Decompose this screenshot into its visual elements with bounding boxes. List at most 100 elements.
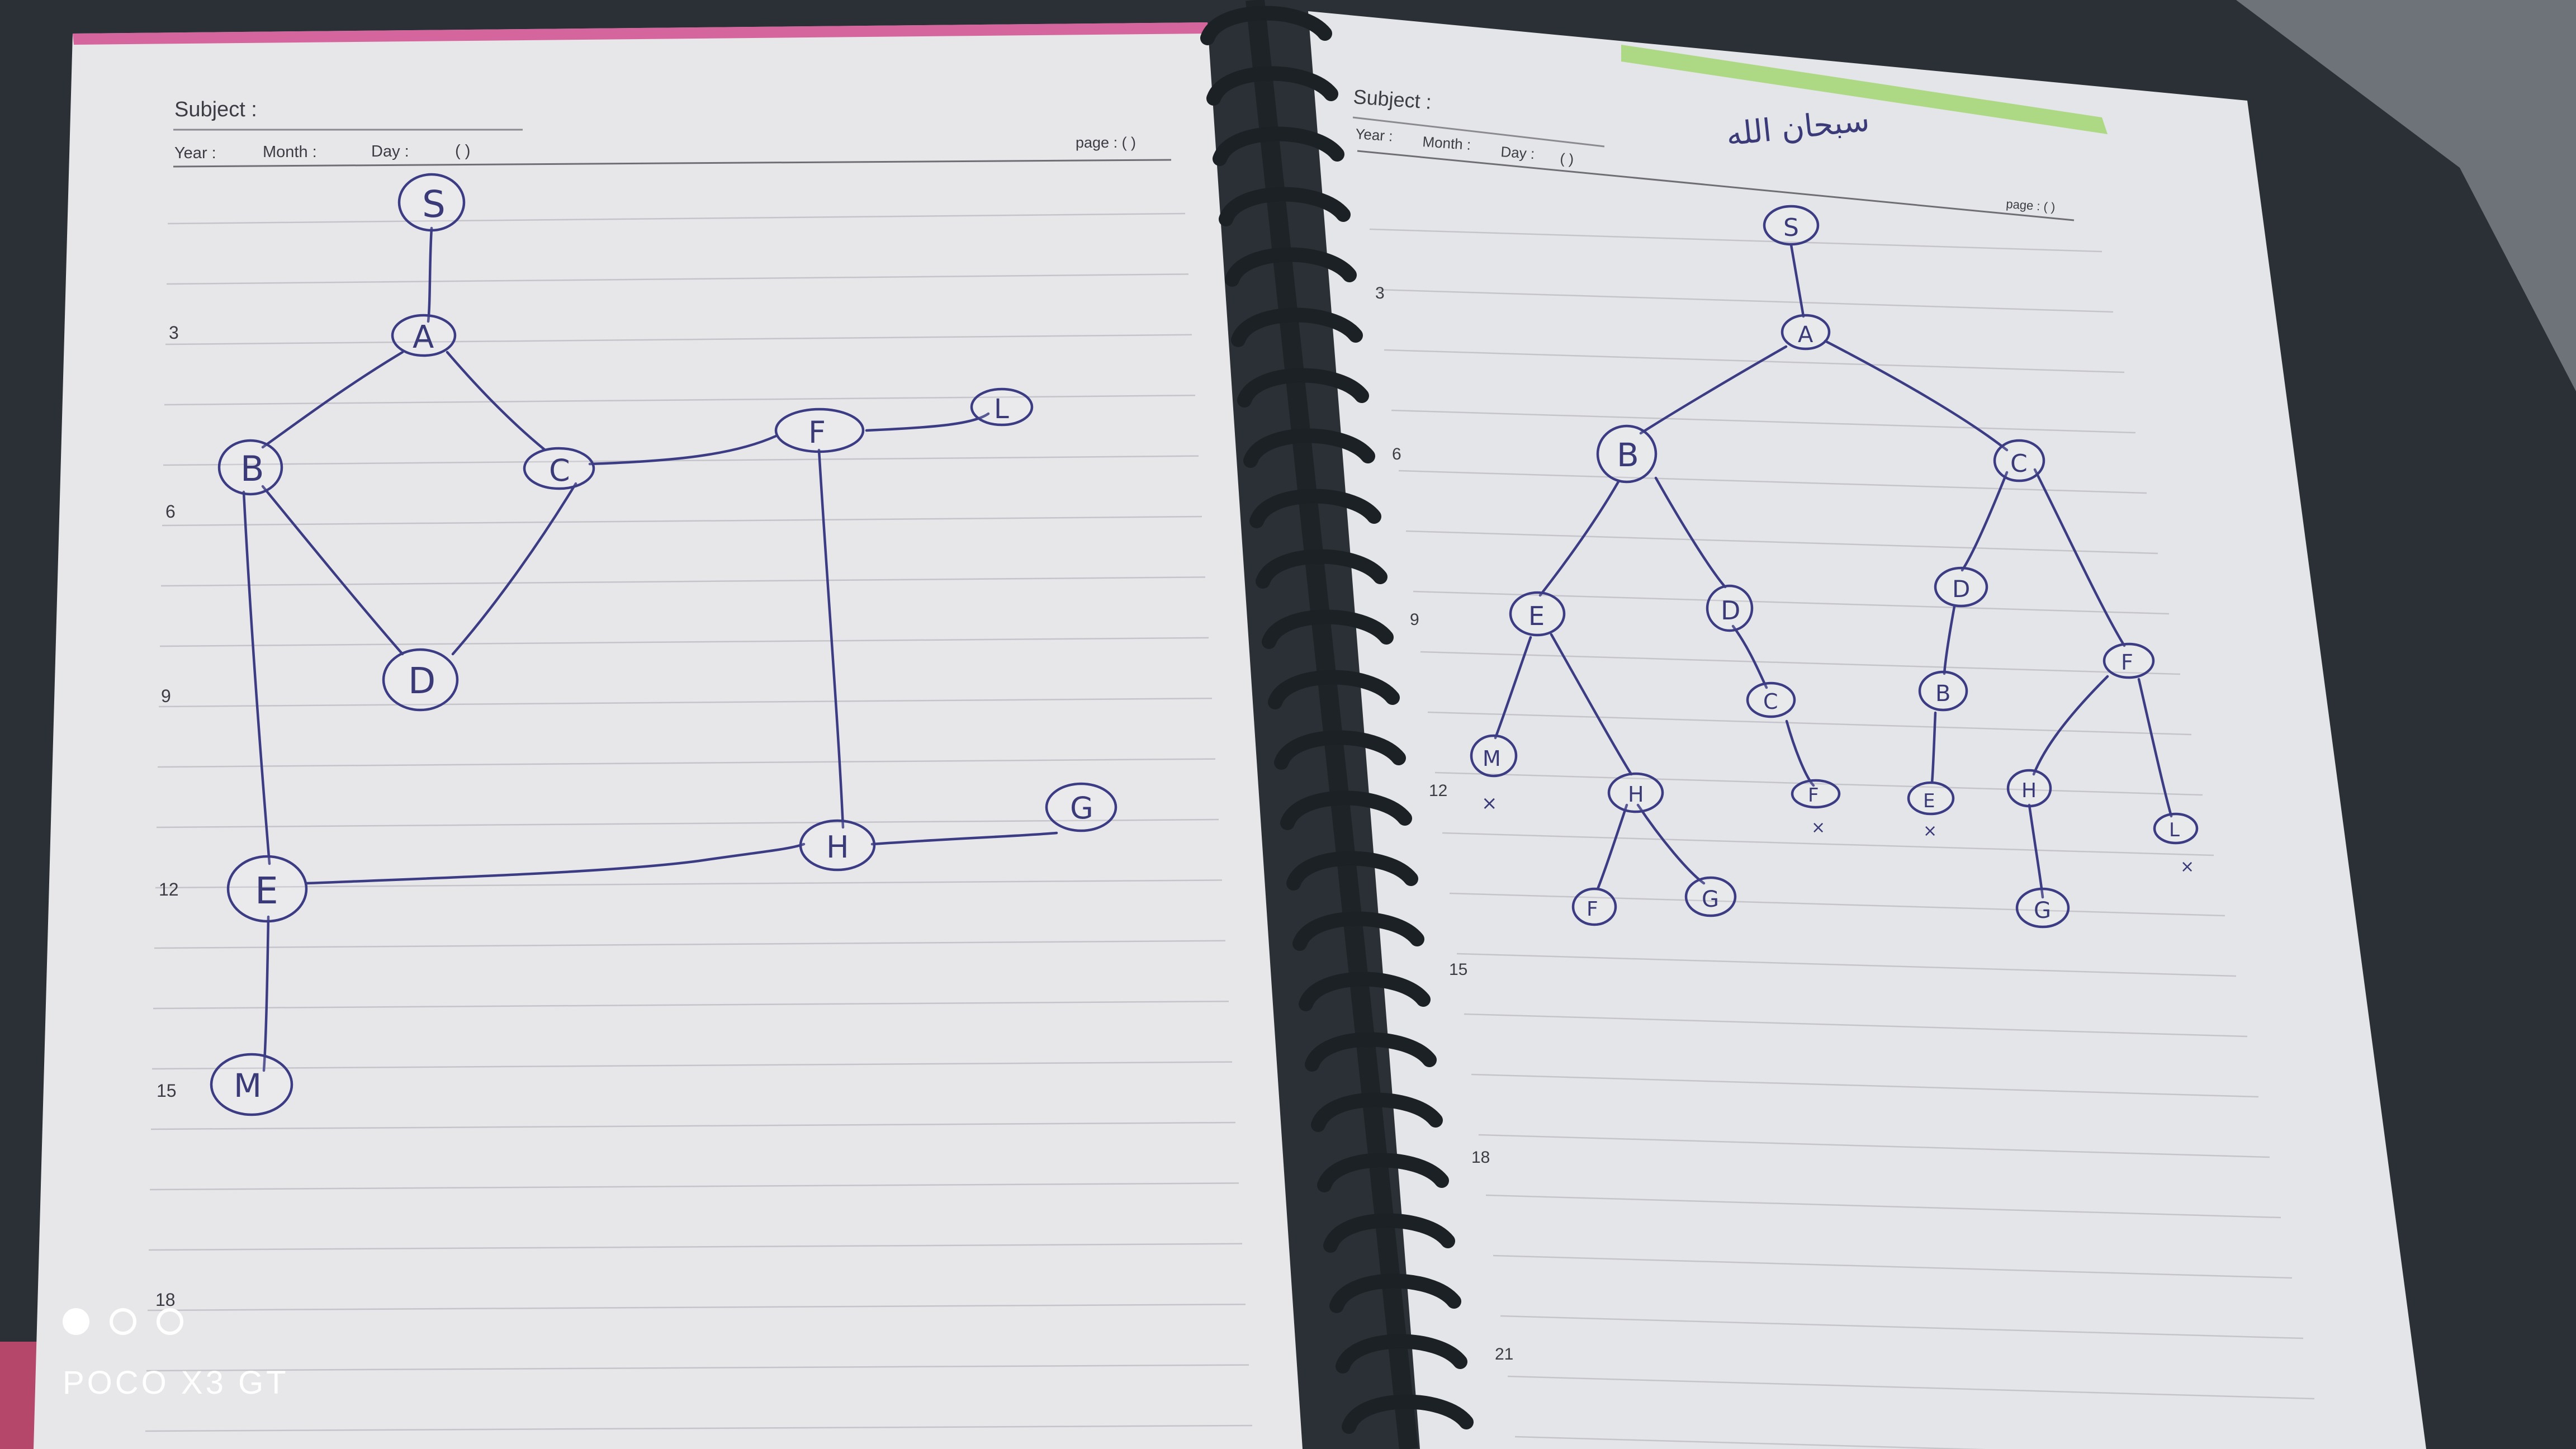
tree-node-label: C xyxy=(1763,689,1778,714)
tree-node-label: G xyxy=(2034,898,2051,924)
spiral-ring xyxy=(1280,790,1412,830)
spiral-ring xyxy=(1336,1334,1467,1374)
spiral-ring xyxy=(1292,911,1424,951)
left-line-number: 3 xyxy=(169,323,179,343)
ruled-line xyxy=(1514,1436,1986,1449)
tree-node-label: S xyxy=(1783,214,1799,242)
ruled-line xyxy=(148,1243,1243,1251)
left-graph-nodes: S A B C D F L E H G M xyxy=(210,173,1117,1116)
tree-node-f xyxy=(1571,887,1617,926)
tree-node-l xyxy=(2153,812,2199,845)
graph-node-label: G xyxy=(1070,790,1093,826)
left-day-parens: ( ) xyxy=(455,142,470,160)
spiral-ring xyxy=(1206,66,1338,106)
graph-node-s xyxy=(397,173,466,232)
dead-end-mark: × xyxy=(1811,818,1825,837)
graph-node-b xyxy=(217,439,283,496)
right-line-number: 9 xyxy=(1410,610,1419,629)
watermark-dot xyxy=(157,1308,183,1335)
tree-node-label: F xyxy=(2121,650,2133,675)
tree-node-label: F xyxy=(1808,784,1819,807)
ruled-line xyxy=(1493,1254,2293,1279)
spiral-ring xyxy=(1317,1153,1449,1192)
graph-node-label: E xyxy=(255,869,278,912)
watermark-dot xyxy=(110,1308,136,1335)
ruled-line xyxy=(158,697,1213,708)
ruled-line xyxy=(157,758,1216,768)
graph-node-label: M xyxy=(234,1067,262,1105)
spiral-ring xyxy=(1243,428,1375,468)
left-page xyxy=(34,22,1303,1449)
tree-node-label: H xyxy=(2021,779,2037,802)
tree-node-e xyxy=(1509,591,1566,637)
tree-node-label: C xyxy=(2010,449,2028,478)
ruled-line xyxy=(1478,1134,2270,1158)
ruled-line xyxy=(151,1061,1233,1070)
right-line-number: 12 xyxy=(1429,782,1447,800)
tree-node-h xyxy=(2006,769,2052,808)
right-line-number: 15 xyxy=(1449,960,1467,979)
left-line-number: 6 xyxy=(165,501,176,522)
spiral-ring xyxy=(1237,368,1369,408)
ruled-line xyxy=(147,1303,1246,1311)
ruled-line xyxy=(146,1364,1249,1372)
ruled-line xyxy=(160,576,1206,587)
spiral-ring xyxy=(1274,730,1406,770)
graph-node-a xyxy=(391,314,457,357)
tree-node-a xyxy=(1781,314,1831,351)
tree-node-label: B xyxy=(1617,436,1639,474)
tree-node-label: B xyxy=(1935,681,1950,707)
tree-node-label: E xyxy=(1528,601,1545,631)
ruled-line xyxy=(154,940,1226,949)
graph-node-g xyxy=(1045,782,1117,832)
tree-node-b xyxy=(1596,424,1658,484)
graph-node-l xyxy=(970,387,1034,427)
right-tree-nodes: S A B C E D D F M H C B H L F G F E G xyxy=(1470,205,2199,929)
tree-node-label: F xyxy=(1587,898,1598,921)
left-line-number: 18 xyxy=(155,1290,176,1310)
ruled-line xyxy=(1427,711,2192,736)
right-line-number: 6 xyxy=(1392,445,1401,463)
ruled-line xyxy=(1464,1013,2248,1038)
spiral-ring xyxy=(1342,1394,1474,1434)
ruled-line xyxy=(1442,832,2214,856)
tree-node-label: D xyxy=(1952,575,1970,603)
ruled-line xyxy=(1471,1073,2259,1098)
ruled-line xyxy=(150,1121,1236,1130)
graph-node-label: C xyxy=(549,453,570,488)
watermark-dot xyxy=(63,1308,89,1335)
right-day-parens: ( ) xyxy=(1560,150,1575,168)
ruled-line xyxy=(1485,1194,2281,1219)
spiral-ring xyxy=(1268,670,1400,709)
left-line-number: 12 xyxy=(159,879,179,899)
tree-node-e xyxy=(1907,781,1955,816)
ruled-line xyxy=(149,1182,1239,1191)
tree-node-label: E xyxy=(1923,790,1935,812)
ruled-line xyxy=(167,212,1186,225)
graph-node-label: B xyxy=(240,448,264,489)
right-page-ruled-lines xyxy=(1369,228,2315,1449)
left-month-label: Month : xyxy=(263,143,317,161)
spiral-ring xyxy=(1219,187,1351,226)
ruled-line xyxy=(155,879,1223,889)
tree-node-g xyxy=(1684,876,1737,917)
left-day-label: Day : xyxy=(371,143,409,160)
graph-node-m xyxy=(210,1053,293,1116)
ruled-line xyxy=(163,455,1199,466)
spiral-ring xyxy=(1323,1213,1455,1253)
ruled-line xyxy=(164,394,1196,406)
graph-node-e xyxy=(226,855,308,923)
spiral-ring xyxy=(1329,1273,1461,1313)
tree-node-label: A xyxy=(1798,322,1813,348)
graph-node-label: L xyxy=(994,394,1009,425)
camera-watermark: POCO X3 GT xyxy=(63,1308,320,1420)
tree-node-label: H xyxy=(1628,782,1644,807)
graph-node-label: S xyxy=(422,183,446,226)
spiral-ring xyxy=(1286,851,1418,891)
tree-node-h xyxy=(1607,772,1664,813)
ruled-line xyxy=(1384,349,2125,373)
spiral-ring xyxy=(1213,126,1344,166)
ruled-line xyxy=(166,273,1189,285)
spiral-ring xyxy=(1231,307,1363,347)
tree-node-s xyxy=(1763,205,1820,246)
